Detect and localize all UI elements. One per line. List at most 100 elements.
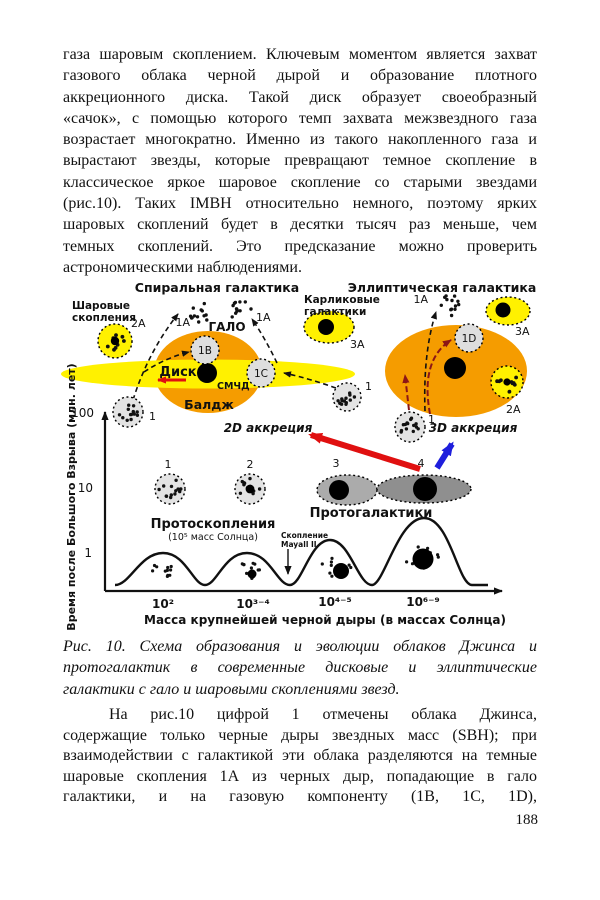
- text-line: взаимодействии с галактикой эти облака р…: [63, 747, 537, 765]
- text-line: шаровых скоплений будет в десятки тысяч …: [63, 216, 537, 234]
- peak4-bh-dot: [412, 548, 434, 570]
- text-line: аккреционного диска. Такой диск образует…: [63, 88, 537, 106]
- mayall-label2: Mayall II: [281, 540, 317, 549]
- caption-line: галактики с гало и шаровыми скоплениями …: [63, 680, 400, 698]
- protogalaxies-title: Протогалактики: [310, 506, 433, 521]
- accretion-2d-label: 2D аккреция: [224, 421, 313, 435]
- dwarf-galaxies-label2: галактики: [304, 306, 366, 318]
- mayall-label: Скопление: [281, 531, 328, 540]
- marker-3a: 3A: [350, 338, 365, 351]
- marker-1: 1: [428, 413, 435, 426]
- marker-1: 1: [365, 380, 372, 393]
- arrow-to-1a-elliptical: [423, 311, 437, 412]
- text-line: возрастает многократно. Именно из такого…: [63, 131, 537, 149]
- dwarf-galaxies-label: Карликовые: [304, 294, 380, 306]
- spiral-galaxy-title: Спиральная галактика: [135, 280, 299, 295]
- peak1-stars: [151, 563, 173, 579]
- marker-3: 3: [333, 457, 340, 470]
- y-tick-100: 100: [71, 406, 94, 420]
- dark-cluster-1: [112, 396, 144, 428]
- mass-function-curve: [114, 516, 488, 587]
- marker-1d: 1D: [462, 333, 477, 345]
- text-line: темных скоплений. Это предсказание можно…: [63, 237, 537, 255]
- marker-1a: 1A: [413, 293, 428, 306]
- marker-2: 2: [247, 458, 254, 471]
- peak3-bh-dot: [333, 563, 349, 579]
- text-line: галактики, и на газовую компоненту (1В, …: [63, 788, 537, 806]
- x-tick-4: 10⁶⁻⁹: [406, 595, 440, 609]
- text-line: газа шаровым скоплением. Ключевым момент…: [63, 46, 537, 63]
- caption-line: протогалактик в современные дисковые и э…: [63, 659, 537, 677]
- cloud-1d-circle: [454, 323, 484, 353]
- jeans-cloud-1b: [394, 411, 426, 443]
- page-number: 188: [515, 812, 539, 828]
- dot-cluster: [117, 403, 140, 422]
- dot-cluster: [399, 416, 420, 434]
- cluster-core-dot: [245, 484, 255, 494]
- accretion-3d-arrow: [434, 441, 455, 470]
- protocluster-1: [154, 473, 186, 505]
- marker-4: 4: [418, 457, 425, 470]
- text-line: содержащие только черные дыры звездных м…: [63, 726, 537, 744]
- arrow-to-1d: [426, 339, 452, 415]
- globular-clusters-label: Шаровые: [72, 300, 130, 312]
- smbh-label: СМЧД: [217, 381, 250, 392]
- x-tick-1: 10²: [152, 597, 174, 611]
- marker-1: 1: [149, 410, 156, 423]
- cluster-core-dot: [110, 336, 120, 346]
- x-tick-3: 10⁴⁻⁵: [318, 595, 352, 609]
- dot-cluster: [336, 391, 357, 406]
- text-line: классическое яркое шаровое скопление со …: [63, 173, 537, 191]
- arrow-cluster-into-elliptical: [402, 374, 411, 420]
- dwarf-core-dot: [318, 319, 334, 335]
- text-line: газового облака черной дырой и образован…: [63, 67, 537, 85]
- bulge-label: Балдж: [184, 397, 234, 412]
- elliptical-bh-dot: [444, 357, 466, 379]
- smbh-dot: [197, 363, 217, 383]
- y-tick-1: 1: [84, 546, 92, 560]
- text-line: На рис.10 цифрой 1 отмечены облака Джинс…: [109, 706, 537, 723]
- cluster-core-dot: [503, 378, 511, 386]
- elliptical-galaxy-title: Эллиптическая галактика: [348, 280, 537, 295]
- halo-stars-1a: [188, 301, 209, 324]
- caption-line: Рис. 10. Схема образования и эволюции об…: [63, 638, 537, 655]
- cloud-1b-circle: [190, 335, 220, 365]
- y-tick-10: 10: [78, 481, 93, 495]
- text-line: шаровые скопления 1А из черных дыр, попа…: [63, 767, 537, 785]
- marker-2a: 2A: [131, 317, 146, 330]
- text-line: вырастают звезды, которые превращают тем…: [63, 152, 537, 170]
- halo-label: ГАЛО: [208, 320, 245, 334]
- text-line: «сачок», с помощью которого темп захвата…: [63, 109, 537, 127]
- protogalaxy-4-bh: [413, 477, 437, 501]
- dot-cluster: [157, 478, 183, 500]
- arrow-1c-to-halo: [251, 318, 278, 364]
- protogalaxy-3-bh: [329, 480, 349, 500]
- accretion-2d-arrow: [308, 432, 421, 472]
- x-tick-2: 10³⁻⁴: [236, 597, 270, 611]
- arrow-cluster-to-halo: [132, 313, 179, 401]
- disk-label: Диск: [159, 365, 196, 380]
- x-axis-label: Масса крупнейшей черной дыры (в массах С…: [144, 613, 506, 627]
- text-line: астрономическими наблюдениями.: [63, 258, 302, 276]
- cloud-1c-circle: [246, 358, 276, 388]
- marker-1c: 1C: [254, 368, 268, 380]
- marker-2a: 2A: [506, 403, 521, 416]
- paragraph-top: газа шаровым скоплением. Ключевым момент…: [63, 44, 537, 278]
- arrow-to-1b: [143, 350, 190, 373]
- accretion-3d-label: 3D аккреция: [429, 421, 518, 435]
- y-axis-label: Время после Большого Взрыва (млн. лет): [65, 363, 78, 630]
- dot-cluster: [105, 333, 126, 352]
- peak2-bh-dot: [247, 569, 257, 579]
- dot-cluster: [495, 375, 518, 394]
- paragraph-bottom: На рис.10 цифрой 1 отмечены облака Джинс…: [63, 705, 537, 808]
- figure-10-diagram: Спиральная галактика Эллиптическая галак…: [61, 280, 537, 631]
- halo-stars-1a-2: [230, 300, 253, 319]
- marker-1b: 1B: [198, 345, 212, 357]
- text-line: (рис.10). Таких IMBH относительно немног…: [63, 195, 537, 213]
- globular-clusters-label2: скопления: [72, 312, 136, 324]
- marker-1: 1: [165, 458, 172, 471]
- marker-1a: 1A: [256, 311, 271, 324]
- marker-3a: 3A: [515, 325, 530, 338]
- figure-caption: Рис. 10. Схема образования и эволюции об…: [63, 636, 537, 700]
- halo-stars-1a-elliptical: [439, 294, 461, 318]
